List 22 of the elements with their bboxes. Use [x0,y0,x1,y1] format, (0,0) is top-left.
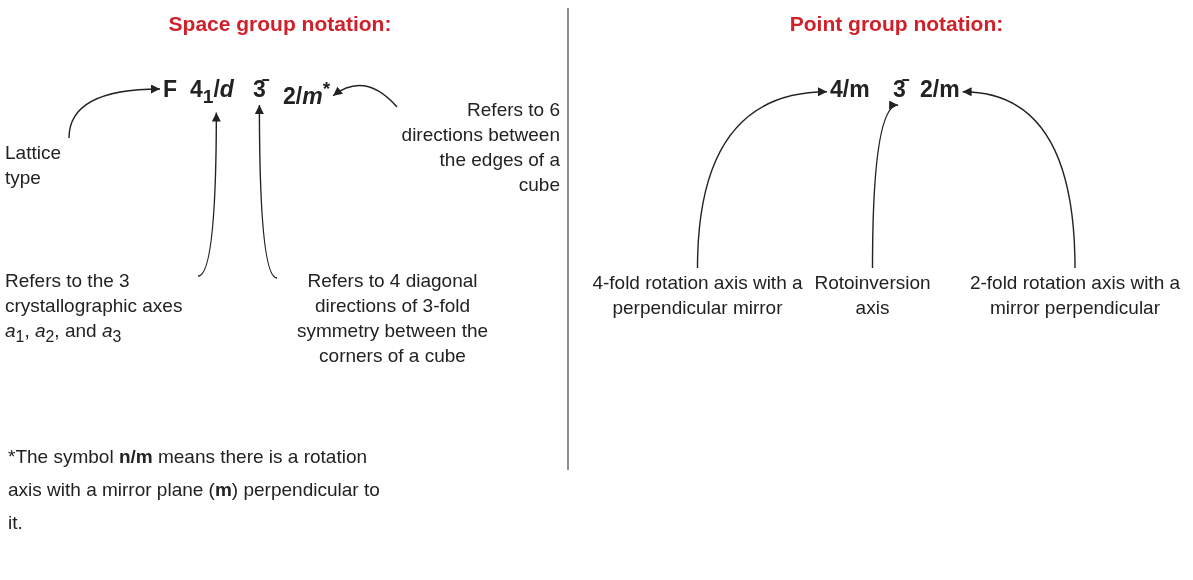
annotation-text: Refers to 6 directions between the edges of a cube [400,97,560,197]
symbol-part: 4$_{1}$/d [190,75,234,111]
section-heading: Space group notation: [167,12,393,36]
leader-arrow [332,84,398,108]
leader-arrow [197,111,221,277]
symbol-part: 2/m$^{*}$ [283,75,331,110]
annotation-text: Refers to the 3 crystallographic axes a$_{1}$, a$_{2}$, and a$_{3}$ [5,268,195,349]
footnote: *The symbol n/m means there is a rotation axis with a mirror plane (m) perpendicular to it. [8,445,381,535]
symbol-letter: F [163,75,178,103]
symbol-part: 4/m [830,75,870,103]
leader-arrow [68,84,161,139]
annotation-text: 2-fold rotation axis with a mirror perpendicular [960,270,1190,320]
leader-arrow [696,87,828,269]
annotation-text: Lattice type [5,140,85,190]
leader-arrow [254,104,278,279]
annotation-text: Refers to 4 diagonal directions of 3-fold symmetry between the corners of a cube [280,268,505,368]
annotation-text: Rotoinversion axis [805,270,940,320]
leader-arrow [961,87,1076,269]
annotation-text: 4-fold rotation axis with a perpendicular mirror [590,270,805,320]
section-heading: Point group notation: [788,12,1005,36]
leader-arrow [871,103,899,269]
symbol-part: 2/m [920,75,960,103]
